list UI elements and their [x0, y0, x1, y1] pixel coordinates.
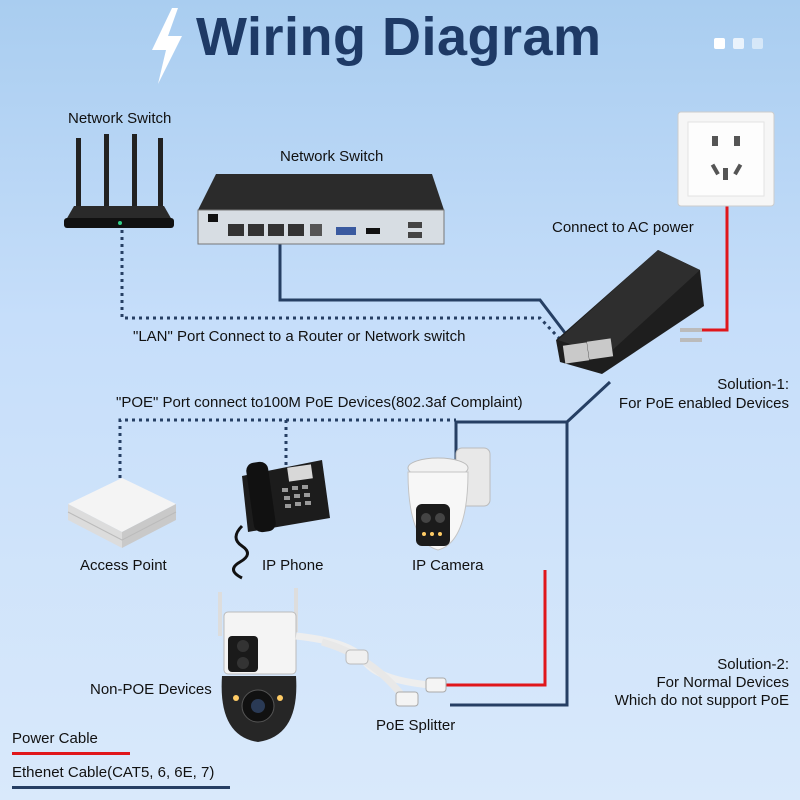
access-point-icon [62, 462, 182, 554]
ip-phone-label: IP Phone [262, 557, 324, 574]
ip-camera-icon [402, 446, 494, 554]
poe-injector-icon [548, 244, 718, 384]
access-point-label: Access Point [80, 557, 167, 574]
ip-camera-label: IP Camera [412, 557, 484, 574]
splitter-power-cable [440, 570, 547, 687]
legend-ethernet-label: Ethenet Cable(CAT5, 6, 6E, 7) [12, 764, 215, 781]
poe-out-cable [454, 380, 612, 468]
solution2-label-3: Which do not support PoE [614, 692, 789, 709]
poe-splitter-icon [292, 628, 452, 712]
wall-socket-icon [676, 110, 776, 208]
legend-ethernet-line [12, 786, 230, 789]
legend-power-line [12, 752, 130, 755]
switch-cable [278, 240, 577, 347]
solution1-label-1: Solution-1: [717, 376, 789, 393]
router-cable [120, 230, 574, 354]
connect-ac-label: Connect to AC power [552, 219, 694, 236]
page-title: Wiring Diagram [196, 7, 602, 67]
splitter-cable [450, 422, 569, 707]
lan-port-label: "LAN" Port Connect to a Router or Networ… [133, 328, 466, 345]
non-poe-label: Non-POE Devices [90, 681, 212, 698]
decor-dots [706, 36, 763, 54]
router-label: Network Switch [68, 110, 172, 127]
ip-phone-icon [222, 456, 332, 582]
outdoor-camera-icon [214, 586, 304, 746]
poe-splitter-label: PoE Splitter [376, 717, 456, 734]
solution1-label-2: For PoE enabled Devices [618, 395, 789, 412]
poe-dotted-bus [118, 418, 456, 492]
poe-port-label: "POE" Port connect to100M PoE Devices(80… [116, 394, 523, 411]
legend-power-label: Power Cable [12, 730, 98, 747]
lightning-icon [146, 6, 186, 86]
solution2-label-2: For Normal Devices [656, 674, 789, 691]
solution2-label-1: Solution-2: [717, 656, 789, 673]
router-icon [60, 130, 180, 235]
network-switch-icon [196, 172, 446, 247]
switch-label: Network Switch [280, 148, 384, 165]
